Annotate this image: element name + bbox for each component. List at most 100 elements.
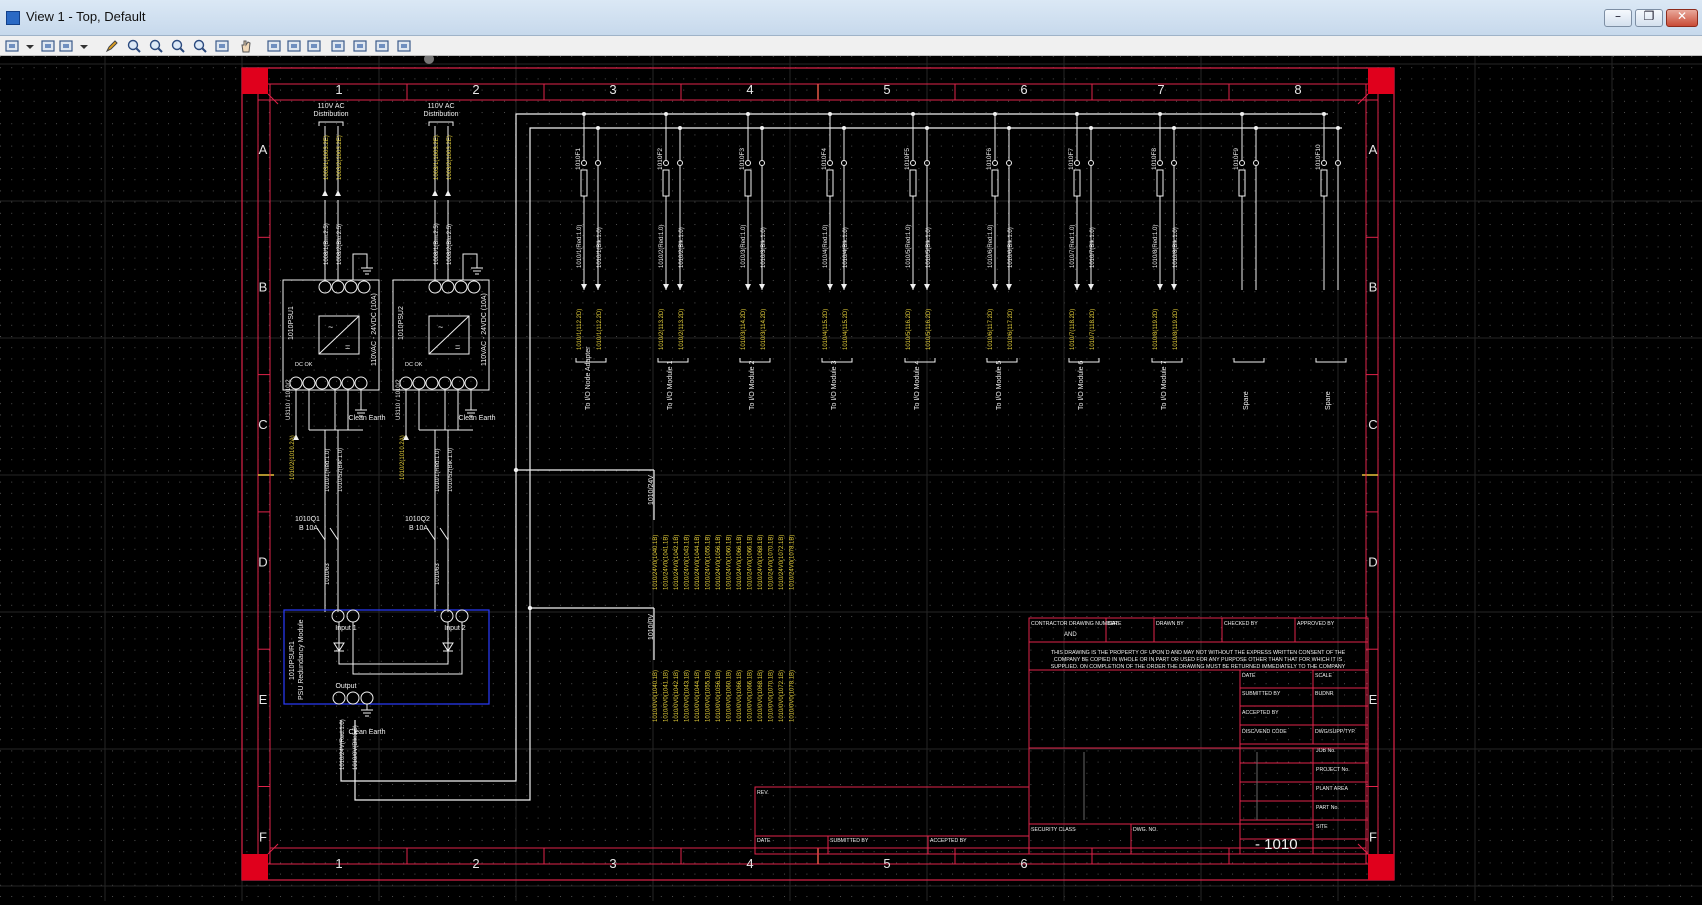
wire-label: 1010/6(Red:1.0) (988, 225, 994, 268)
wire-label: 1010/0V0(1066.1B) (737, 670, 743, 722)
wire-label: 1010/6(Blk:1.0) (1008, 227, 1014, 268)
grid-row-label: C (1368, 417, 1377, 432)
wire-label: 1003/2(1003.2E) (447, 135, 453, 180)
rotate-icon[interactable] (214, 38, 230, 54)
wire-label: 1010/4(Blk:1.0) (843, 227, 849, 268)
wire-label: 1010/0V0(1044.1B) (695, 670, 701, 722)
title-block-field: PART No. (1316, 805, 1339, 811)
title-block-notice: SUPPLIED. ON COMPLETION OF THE ORDER THE… (1051, 664, 1346, 670)
revision-field: REV. (757, 790, 769, 796)
wire-label: 1010/3(114.2D) (761, 309, 767, 350)
view-menu-icon[interactable] (4, 38, 20, 54)
pen-icon[interactable] (104, 38, 120, 54)
zoom-extents-icon[interactable] (192, 38, 208, 54)
grid-column-label: 3 (609, 856, 616, 871)
wire-label: 1010/3(114.2D) (741, 309, 747, 350)
grid-row-label: B (1369, 280, 1378, 295)
wire-label: 1003/2(1003.2E) (337, 135, 343, 180)
view-toolbar (0, 36, 1702, 56)
title-block-field: DWG/SUPP/TYP. (1315, 729, 1356, 735)
zoom-in-icon[interactable] (126, 38, 142, 54)
title-block-notice: COMPANY BE COPIED IN WHOLE OR IN PART OR… (1054, 657, 1343, 663)
wire-label: 1010/24V0(1056.1B) (716, 535, 722, 590)
wire-label: 1010/5(116.2D) (926, 309, 932, 350)
branch-5: 1010F51010/5(Red:1.0)1010/5(Blk:1.0)1010… (904, 112, 936, 410)
dwg-no-label: DWG. NO. (1133, 827, 1158, 833)
revision-field: ACCEPTED BY (930, 838, 967, 844)
wire-label: 1010/1(112.2D) (577, 309, 583, 350)
restore-button[interactable]: ❐ (1635, 9, 1663, 27)
close-button[interactable]: ✕ (1666, 9, 1698, 27)
wire-label: 1008/1(Brn:2.5) (324, 223, 330, 265)
wire-label: 1010/7(118.2D) (1070, 309, 1076, 350)
wire-label: 1010/0V0(1070.1B) (769, 670, 775, 722)
grid-column-label: 7 (1157, 82, 1164, 97)
input-2-label: Input 2 (444, 625, 466, 632)
title-block-notice: THIS DRAWING IS THE PROPERTY OF UPON D A… (1051, 650, 1346, 656)
app-icon (6, 11, 20, 25)
section-icon[interactable] (330, 38, 346, 54)
dropdown-icon[interactable] (22, 38, 34, 54)
wire-label: 1010/0V0(1056.1B) (716, 670, 722, 722)
wire-label: 1010/1(Red:1.0) (577, 225, 583, 268)
title-block-field: PROJECT No. (1316, 767, 1350, 773)
wire-list: 1010/0V0(1040.1B)1010/0V0(1041.1B)1010/0… (653, 670, 796, 722)
wire-label: 1010/8(Red:1.0) (1153, 225, 1159, 268)
zoom-out-icon[interactable] (148, 38, 164, 54)
wire-label: 1010/8(Blk:1.0) (1173, 227, 1179, 268)
wire-label: 1010/24V0(1078.1B) (790, 535, 796, 590)
close-icon: ✕ (1676, 9, 1688, 23)
filter-icon[interactable] (352, 38, 368, 54)
lighting-icon[interactable] (58, 38, 74, 54)
wire-label: 1003/1(1003.2E) (434, 135, 440, 180)
grid-column-label: 2 (472, 82, 479, 97)
minimize-button[interactable]: – (1604, 9, 1632, 27)
wire-label: 1010/1(112.2D) (597, 309, 603, 350)
distribution-label: 110V AC (317, 103, 344, 110)
wire-label: 1010/24V0(1068.1B) (758, 535, 764, 590)
breaker-rating: B 10A (299, 525, 318, 532)
zoom-window-icon[interactable] (170, 38, 186, 54)
breaker-branches: 1010F11010/1(Red:1.0)1010/1(Blk:1.0)1010… (575, 112, 1347, 410)
breaker-branch-tag: 1010F4 (821, 148, 828, 170)
snap-icon[interactable] (396, 38, 412, 54)
window-title-bar[interactable]: View 1 - Top, Default – ❐ ✕ (0, 0, 1702, 36)
distribution-label: Distribution (313, 111, 348, 118)
render-icon[interactable] (40, 38, 56, 54)
select-icon[interactable] (374, 38, 390, 54)
grid-row-label: E (1369, 692, 1378, 707)
title-block-field: SITE (1316, 824, 1328, 830)
breaker-rating: B 10A (409, 525, 428, 532)
distribution-label: 110V AC (427, 103, 454, 110)
clean-earth-label: Clean Earth (349, 415, 386, 422)
frame-icon[interactable] (306, 38, 322, 54)
walk-icon[interactable] (266, 38, 282, 54)
wire-label: 1010/0V0(1043.1B) (685, 670, 691, 722)
camera-icon[interactable] (286, 38, 302, 54)
pan-icon[interactable] (238, 38, 254, 54)
wire-label: 1010/6(117.2D) (1008, 309, 1014, 350)
dropdown-icon[interactable] (76, 38, 88, 54)
breaker-tag: 1010Q2 (405, 516, 430, 523)
wire-label: 1010/24V0(1072.1B) (779, 535, 785, 590)
title-block-field: PLANT AREA (1316, 786, 1348, 792)
psu-rating: 110VAC - 24VDC (10A) (481, 293, 488, 366)
svg-text:=: = (345, 342, 350, 352)
branch-3: 1010F31010/3(Red:1.0)1010/3(Blk:1.0)1010… (739, 112, 771, 410)
redundancy-name: PSU Redundancy Module (298, 619, 305, 700)
title-block-field: SUBMITTED BY (1242, 691, 1281, 697)
grid-row-label: D (1368, 555, 1377, 570)
wire-label: 1010/0V0(1068.1B) (758, 670, 764, 722)
grid-row-label: B (259, 280, 268, 295)
wire-lists: 1010/24V0(1040.1B)1010/24V0(1041.1B)1010… (653, 535, 796, 722)
breaker-tag: 1010Q1 (295, 516, 320, 523)
wire-label: 1010/0V0(1060.1B) (727, 670, 733, 722)
rotation-handle[interactable] (424, 54, 434, 64)
wire-label: 1010/52(Blk:1.0) (338, 448, 344, 492)
wire-label: 1010/24V(Red:1.0) (340, 719, 346, 770)
